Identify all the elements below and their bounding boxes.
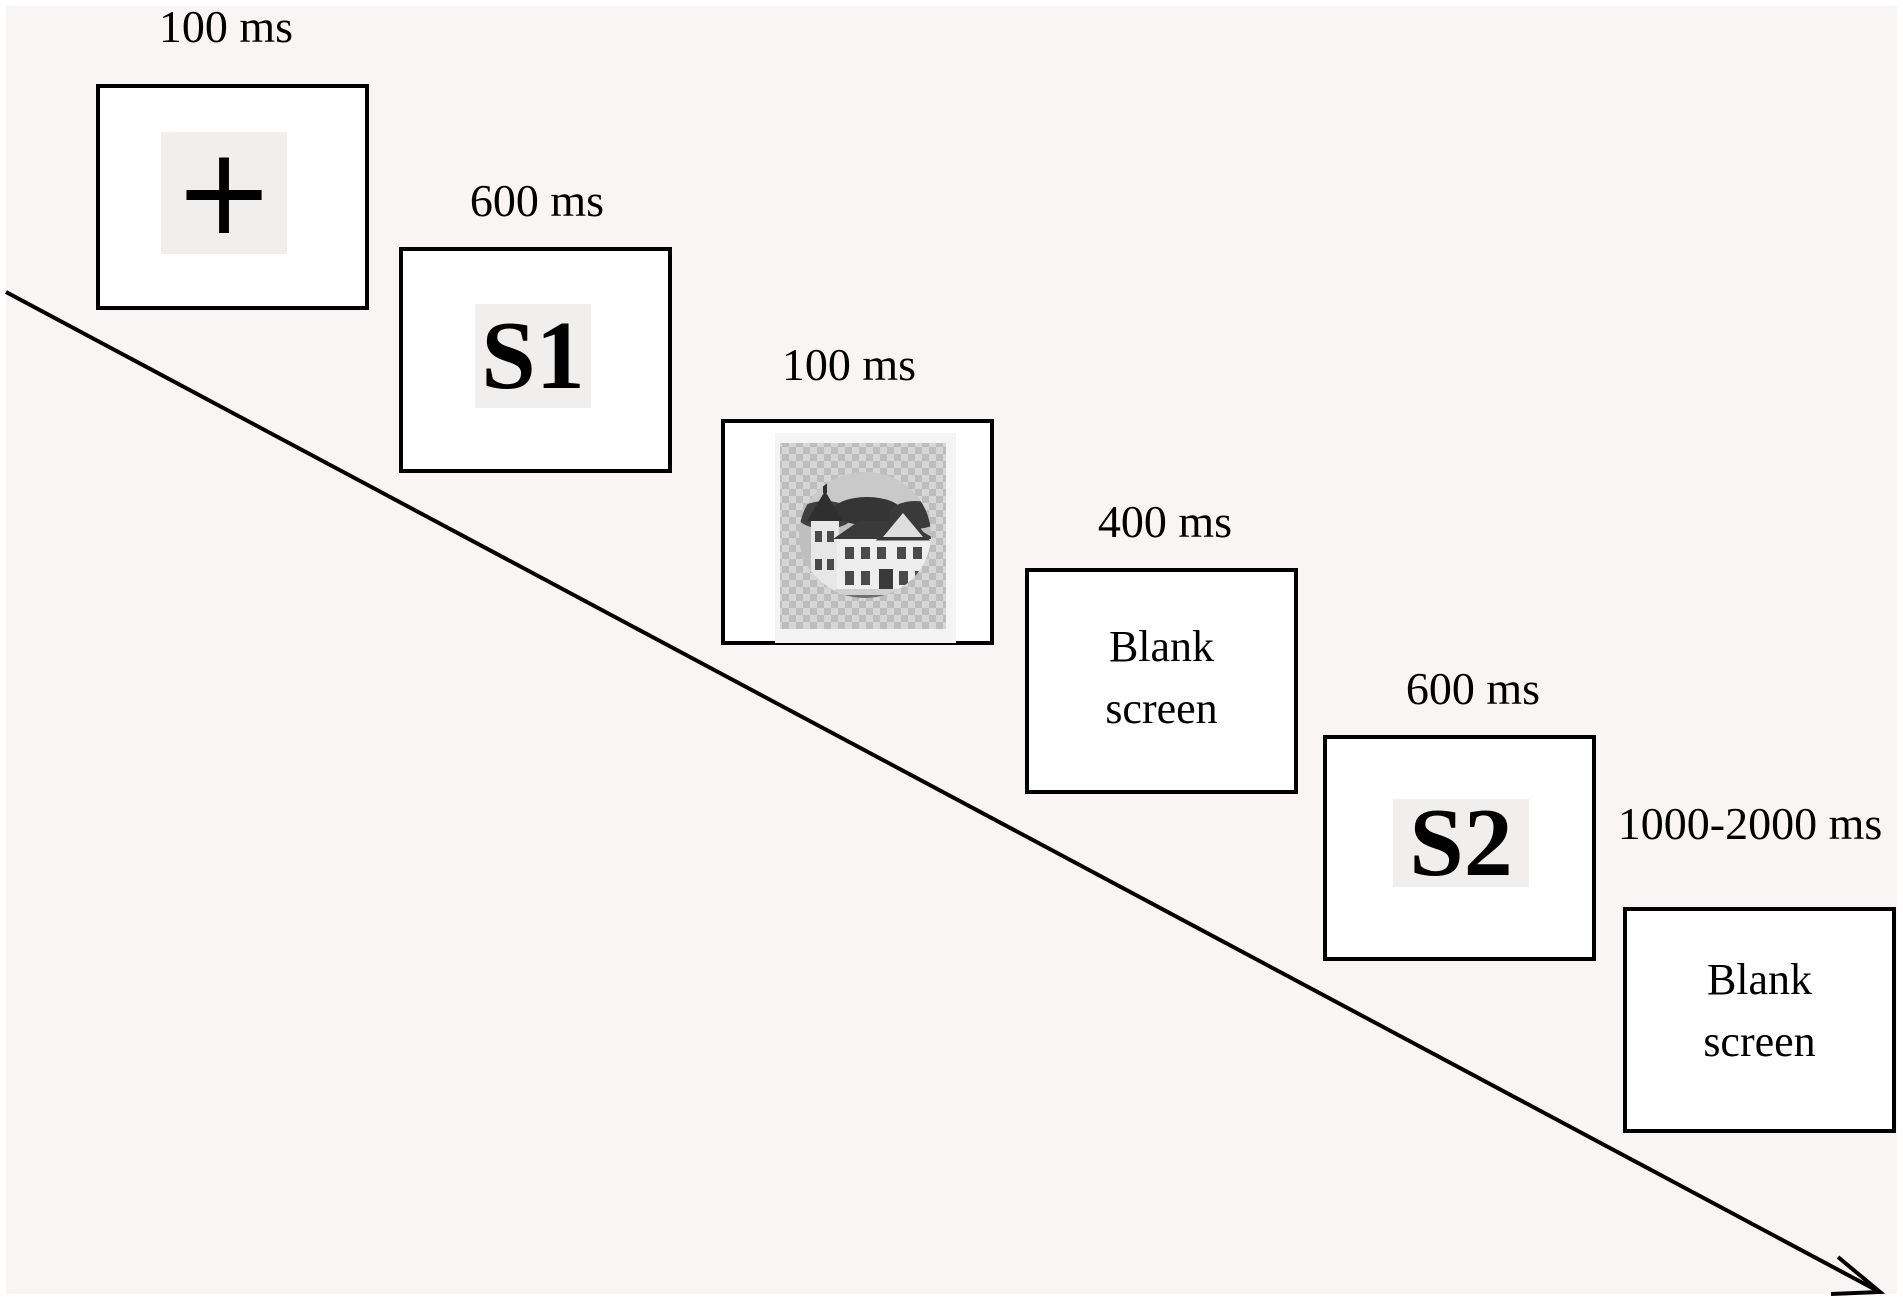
blank-text-line-2: screen [1105,684,1218,733]
blank-screen-text: Blank screen [1029,616,1294,740]
fixation-cross: + [161,132,287,254]
s2-label: S2 [1393,794,1529,892]
duration-label-fixation: 100 ms [158,1,294,52]
s2-screen: S2 [1323,735,1596,961]
house-photo-frame [775,433,956,643]
blank-text-line-1: Blank [1706,955,1813,1004]
s1-label: S1 [475,304,591,408]
blank-screen-1: Blank screen [1025,568,1298,794]
duration-label-blank-2: 1000-2000 ms [1617,798,1883,849]
duration-label-s1: 600 ms [469,175,605,226]
duration-label-blank-1: 400 ms [1097,496,1233,547]
duration-label-s2: 600 ms [1405,663,1541,714]
duration-label-image: 100 ms [781,339,917,390]
blank-screen-text: Blank screen [1627,949,1892,1073]
blank-screen-2: Blank screen [1623,907,1896,1133]
blank-text-line-1: Blank [1108,622,1215,671]
s1-screen: S1 [399,247,672,473]
house-photo [780,443,946,629]
fixation-screen: + [96,84,369,310]
blank-text-line-2: screen [1703,1017,1816,1066]
image-screen [721,419,994,645]
